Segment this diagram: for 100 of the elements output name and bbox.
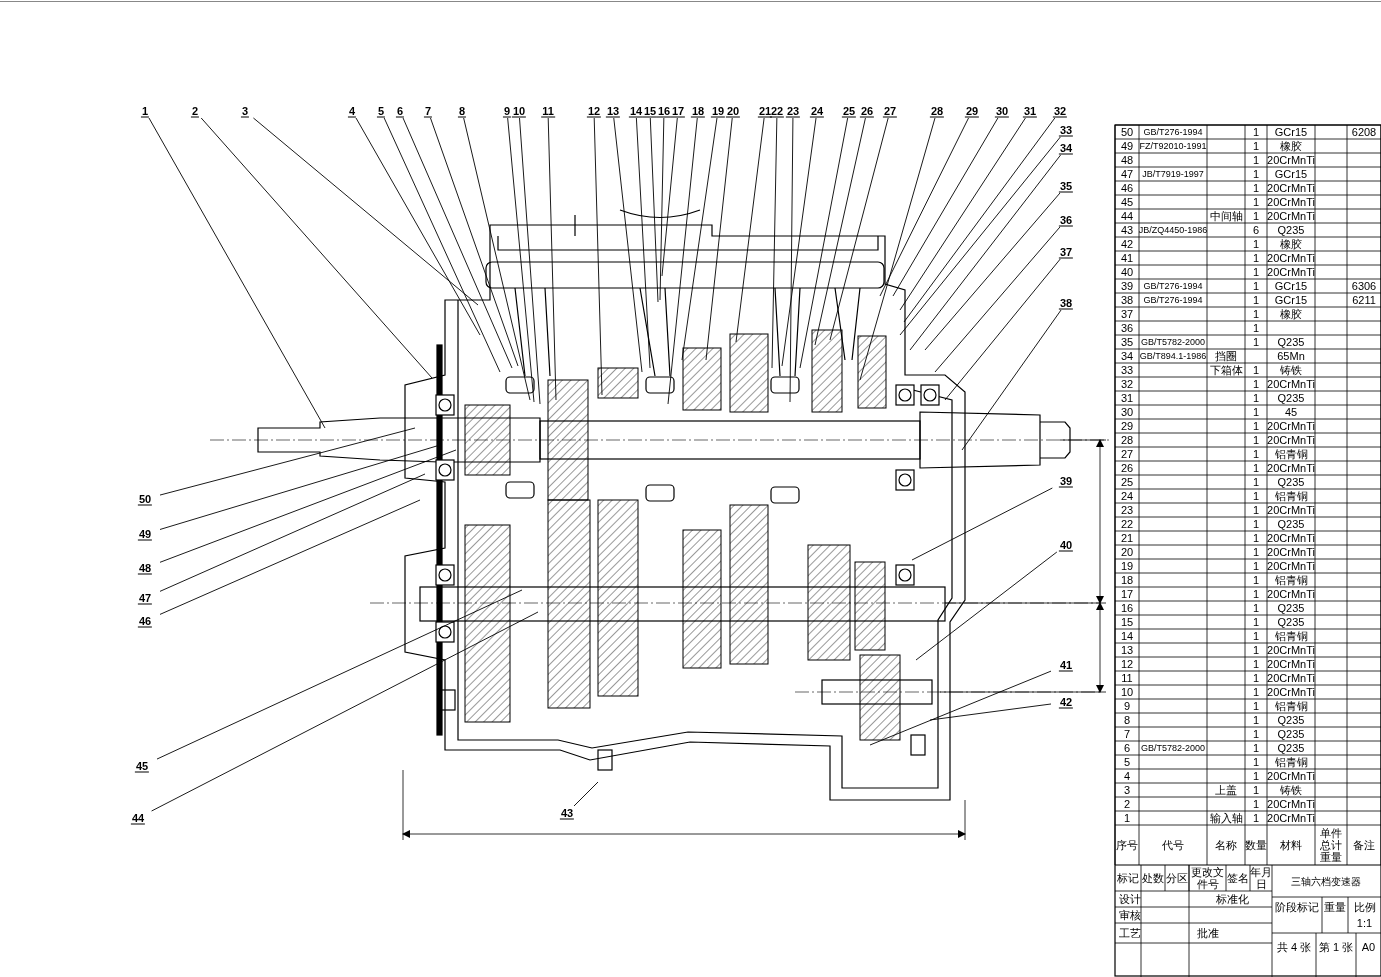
material: 45 xyxy=(1284,406,1298,418)
column-heading: 序号 xyxy=(1116,839,1138,851)
title-block-text: 工艺 xyxy=(1119,927,1141,939)
quantity: 1 xyxy=(1252,420,1260,432)
callout-number: 18 xyxy=(690,104,706,118)
leader-line xyxy=(899,117,1026,311)
item-number: 29 xyxy=(1120,420,1134,432)
quantity: 1 xyxy=(1252,238,1260,250)
item-number: 5 xyxy=(1123,756,1131,768)
leader-line xyxy=(667,117,698,405)
quantity: 1 xyxy=(1252,756,1260,768)
leader-line xyxy=(159,473,426,592)
material: 20CrMnTi xyxy=(1267,588,1315,600)
leader-line xyxy=(929,703,1052,721)
leader-line xyxy=(252,117,479,306)
quantity: 1 xyxy=(1252,588,1260,600)
part-name: 挡圈 xyxy=(1215,350,1237,362)
item-number: 30 xyxy=(1120,406,1134,418)
quantity: 1 xyxy=(1252,308,1260,320)
quantity: 1 xyxy=(1252,140,1260,152)
item-number: 36 xyxy=(1120,322,1134,334)
item-number: 33 xyxy=(1120,364,1134,376)
callout-number: 16 xyxy=(656,104,672,118)
callout-number: 12 xyxy=(586,104,602,118)
item-number: 46 xyxy=(1120,182,1134,194)
callout-number: 5 xyxy=(376,104,386,118)
column-heading: 代号 xyxy=(1162,839,1184,851)
quantity: 1 xyxy=(1252,812,1260,824)
callout-number: 36 xyxy=(1058,213,1074,227)
standard-code: GB/T894.1-1986 xyxy=(1139,350,1207,362)
quantity: 1 xyxy=(1252,182,1260,194)
material: 20CrMnTi xyxy=(1267,504,1315,516)
item-number: 34 xyxy=(1120,350,1134,362)
leader-line xyxy=(148,117,326,429)
item-number: 11 xyxy=(1121,672,1133,684)
item-number: 25 xyxy=(1120,476,1134,488)
item-number: 10 xyxy=(1120,686,1134,698)
quantity: 1 xyxy=(1252,210,1260,222)
material: GCr15 xyxy=(1274,294,1308,306)
leader-line xyxy=(200,117,433,379)
quantity: 1 xyxy=(1252,126,1260,138)
standard-code: GB/T5782-2000 xyxy=(1141,336,1205,348)
callout-number: 41 xyxy=(1058,658,1074,672)
leader-line xyxy=(613,117,643,373)
leader-line xyxy=(814,117,866,346)
leader-line xyxy=(911,487,1053,561)
item-number: 7 xyxy=(1123,728,1131,740)
callout-number: 10 xyxy=(511,104,527,118)
callout-number: 15 xyxy=(642,104,658,118)
leader-line xyxy=(915,551,1058,661)
item-number: 31 xyxy=(1120,392,1134,404)
material: Q235 xyxy=(1277,602,1305,614)
leader-line xyxy=(903,117,1056,323)
item-number: 35 xyxy=(1120,336,1134,348)
material: 铝青铜 xyxy=(1274,490,1308,502)
callout-number: 26 xyxy=(859,104,875,118)
quantity: 1 xyxy=(1252,476,1260,488)
material: 铝青铜 xyxy=(1274,630,1308,642)
item-number: 16 xyxy=(1120,602,1134,614)
material: 20CrMnTi xyxy=(1267,546,1315,558)
callout-number: 2 xyxy=(190,104,200,118)
item-number: 17 xyxy=(1120,588,1134,600)
quantity: 1 xyxy=(1252,546,1260,558)
leader-line xyxy=(789,117,794,403)
title-block-text: 设计 xyxy=(1119,893,1141,905)
quantity: 1 xyxy=(1252,672,1260,684)
quantity: 1 xyxy=(1252,294,1260,306)
title-block-text: 阶段标记 xyxy=(1275,901,1319,913)
item-number: 41 xyxy=(1120,252,1134,264)
callout-number: 40 xyxy=(1058,538,1074,552)
title-block-text: 批准 xyxy=(1197,927,1219,939)
item-number: 23 xyxy=(1120,504,1134,516)
material: 20CrMnTi xyxy=(1267,154,1315,166)
quantity: 1 xyxy=(1252,266,1260,278)
item-number: 37 xyxy=(1120,308,1134,320)
leader-line xyxy=(892,117,999,297)
leader-line xyxy=(899,136,1061,336)
leader-line xyxy=(859,117,936,381)
quantity: 1 xyxy=(1252,406,1260,418)
callout-number: 6 xyxy=(395,104,405,118)
quantity: 1 xyxy=(1252,714,1260,726)
item-number: 42 xyxy=(1120,238,1134,250)
item-number: 21 xyxy=(1120,532,1134,544)
title-block-text: 分区 xyxy=(1166,872,1188,884)
material: Q235 xyxy=(1277,518,1305,530)
item-number: 9 xyxy=(1123,700,1131,712)
material: 铝青铜 xyxy=(1274,756,1308,768)
material: 橡胶 xyxy=(1280,238,1302,250)
callout-number: 43 xyxy=(559,806,575,820)
material: 铸铁 xyxy=(1280,784,1302,796)
title-block-text: 年月日 xyxy=(1250,866,1272,890)
leader-line xyxy=(573,781,599,807)
item-number: 1 xyxy=(1123,812,1131,824)
title-block-text: 标记 xyxy=(1117,872,1139,884)
material: 20CrMnTi xyxy=(1267,462,1315,474)
quantity: 1 xyxy=(1252,518,1260,530)
material: 铸铁 xyxy=(1280,364,1302,376)
title-block-text: 标准化 xyxy=(1215,893,1249,905)
material: 20CrMnTi xyxy=(1267,658,1315,670)
callout-number: 29 xyxy=(964,104,980,118)
